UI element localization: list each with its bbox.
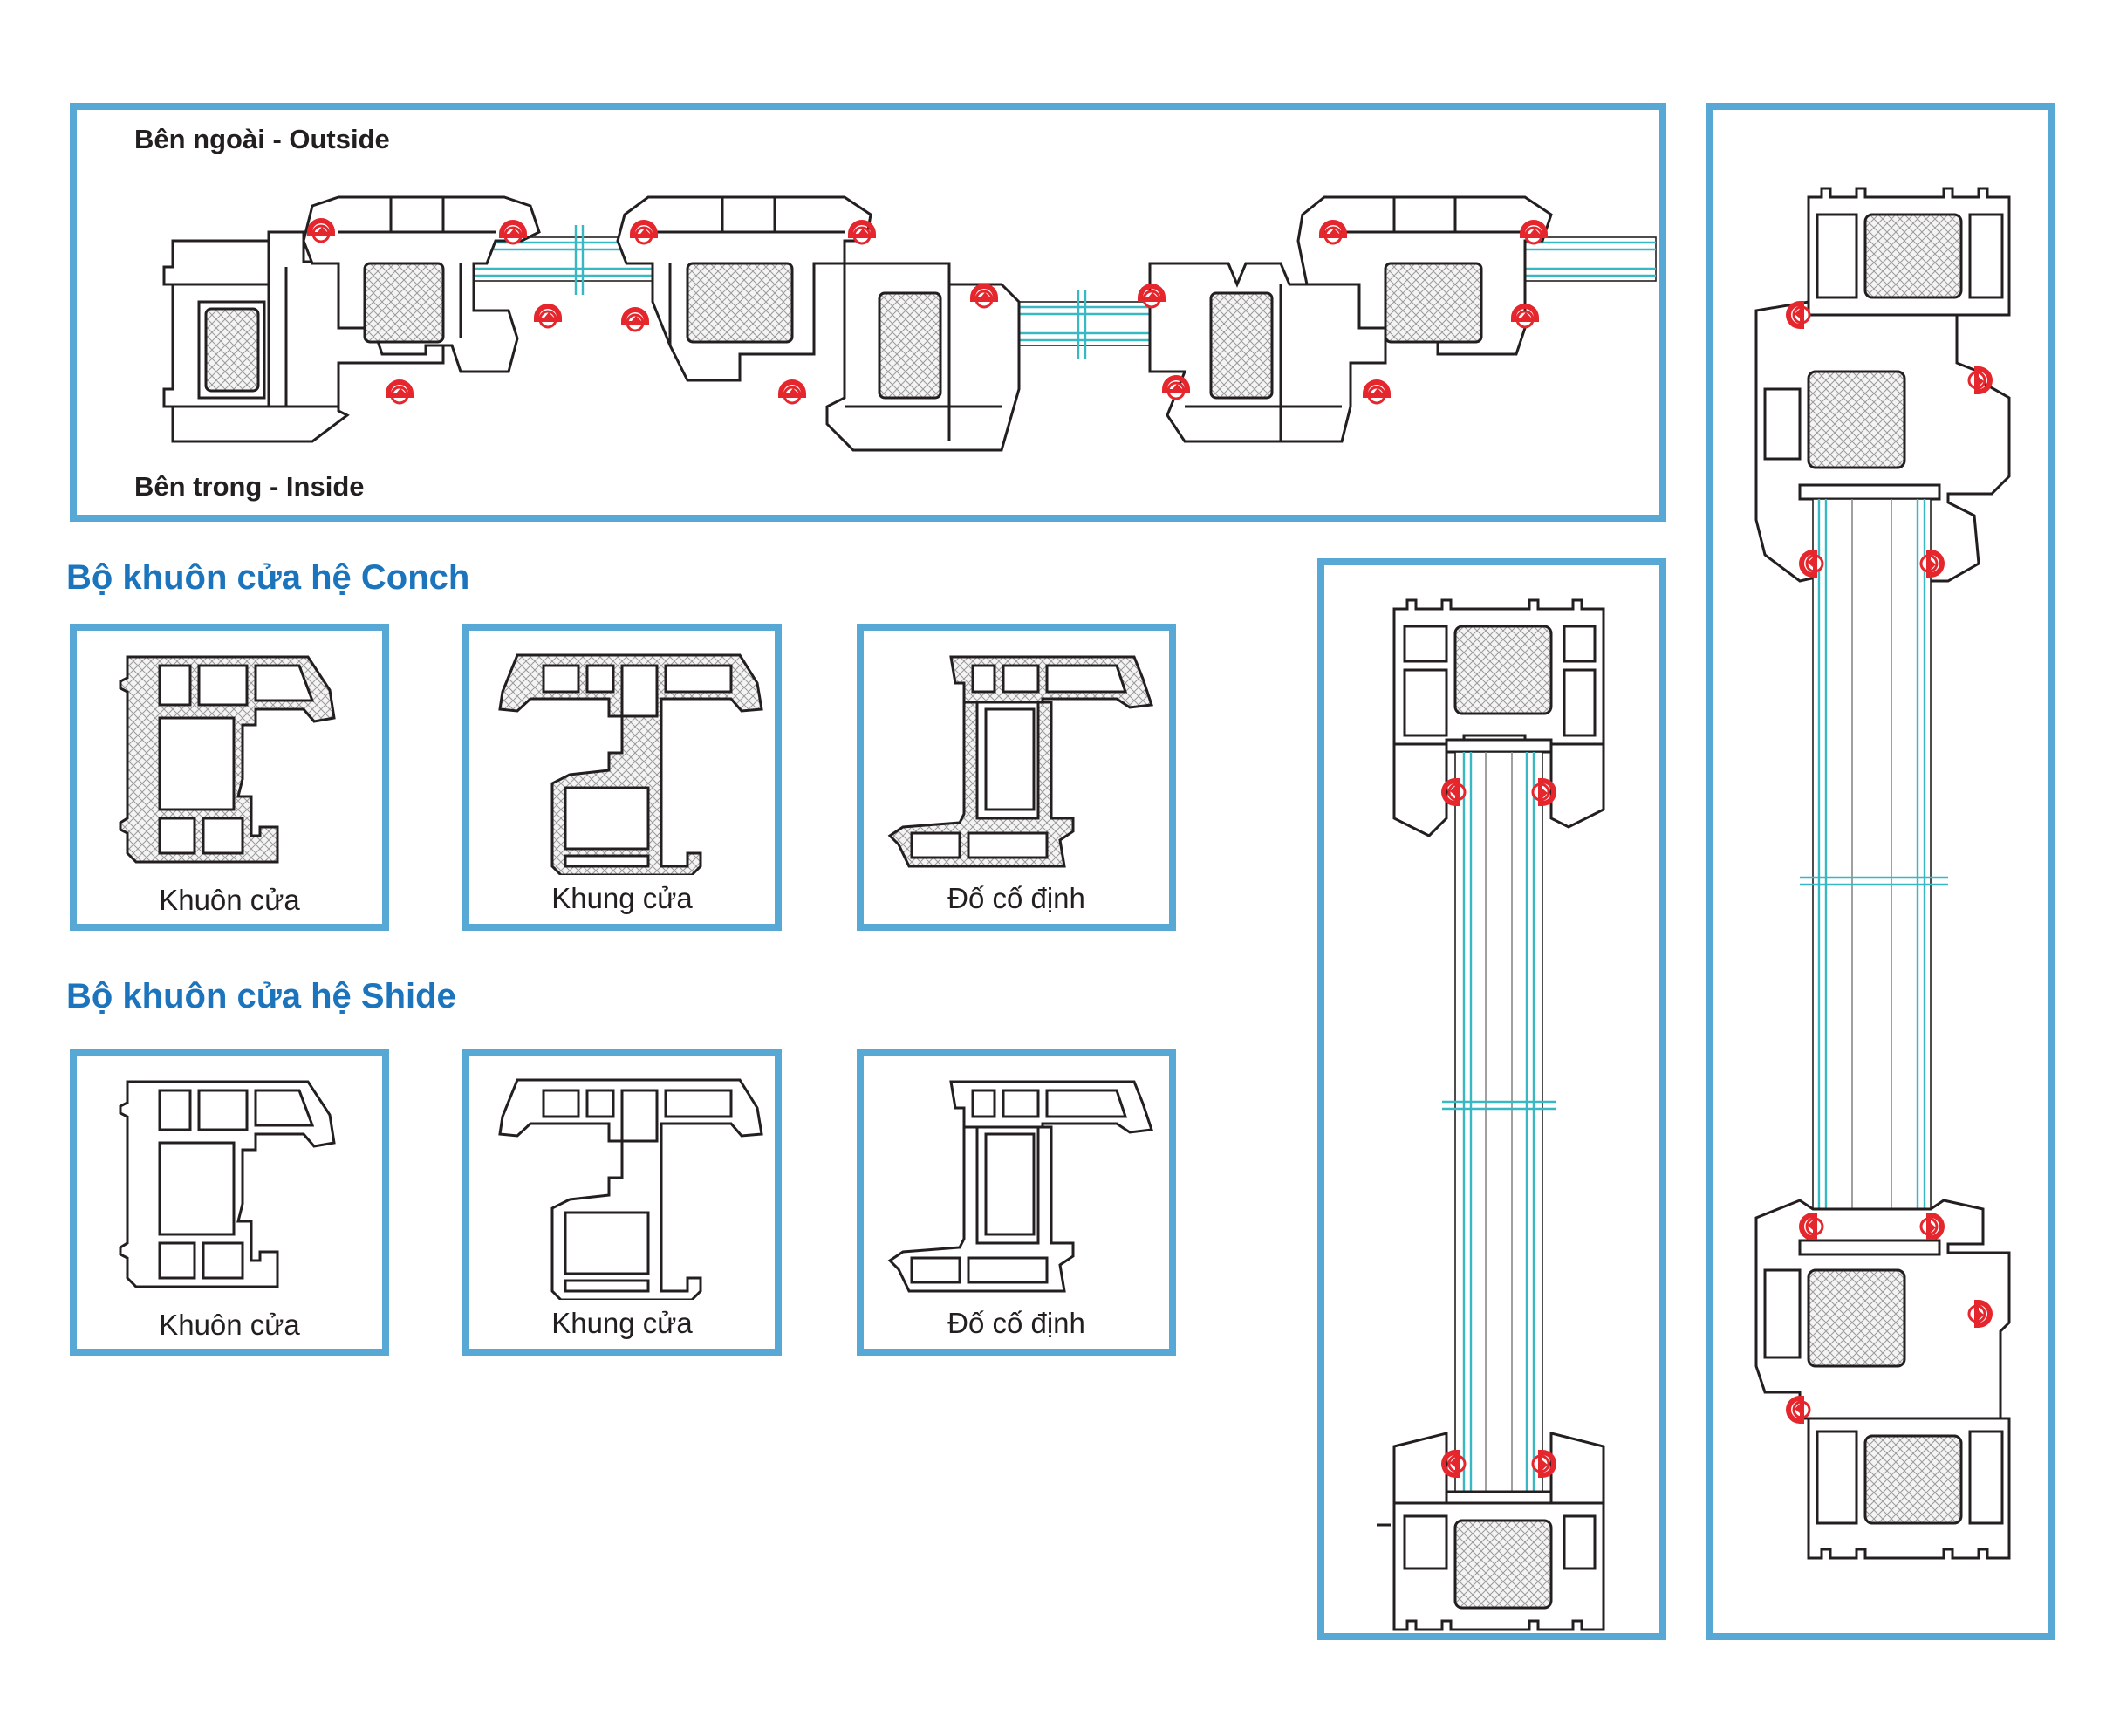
shide-frame-caption: Khuôn cửa xyxy=(159,1309,300,1341)
shide-mullion-panel: Đố cố định xyxy=(857,1049,1176,1356)
conch-mullion-panel: Đố cố định xyxy=(857,624,1176,931)
conch-sash-caption: Khung cửa xyxy=(551,882,693,914)
mullion-profile-outline-icon xyxy=(887,1080,1154,1293)
outside-label: Bên ngoài - Outside xyxy=(134,124,390,154)
shide-sash-panel: Khung cửa xyxy=(462,1049,782,1356)
window-frame-profile-outline-icon xyxy=(119,1080,336,1288)
conch-frame-caption: Khuôn cửa xyxy=(159,884,300,916)
vertical-section-fixed-drawing xyxy=(1377,598,1605,1631)
plan-view-panel: Bên ngoài - Outside Bên trong - Inside xyxy=(70,103,1666,522)
shide-sash-caption: Khung cửa xyxy=(551,1307,693,1339)
vertical-section-sash-panel xyxy=(1706,103,2055,1640)
conch-sash-panel: Khung cửa xyxy=(462,624,782,931)
mullion-profile-hatched-icon xyxy=(887,655,1154,868)
center-frame-profile xyxy=(1148,262,1387,443)
conch-heading: Bộ khuôn cửa hệ Conch xyxy=(66,558,470,597)
shide-heading: Bộ khuôn cửa hệ Shide xyxy=(66,977,456,1015)
middle-left-sash-profile xyxy=(616,195,872,382)
conch-frame-panel: Khuôn cửa xyxy=(70,624,389,931)
sash-profile-outline-icon xyxy=(498,1078,763,1300)
vertical-section-sash-drawing xyxy=(1754,187,2011,1560)
center-mullion-profile xyxy=(825,262,1021,452)
left-sash-profile xyxy=(302,195,541,373)
conch-mullion-caption: Đố cố định xyxy=(947,882,1085,914)
window-frame-profile-hatched-icon xyxy=(119,655,336,864)
vertical-section-fixed-panel xyxy=(1317,558,1666,1640)
sash-profile-hatched-icon xyxy=(498,653,763,875)
right-sash-profile xyxy=(1296,195,1553,356)
shide-frame-panel: Khuôn cửa xyxy=(70,1049,389,1356)
inside-label: Bên trong - Inside xyxy=(134,471,365,502)
shide-mullion-caption: Đố cố định xyxy=(947,1307,1085,1339)
plan-section-drawing xyxy=(162,195,1657,452)
